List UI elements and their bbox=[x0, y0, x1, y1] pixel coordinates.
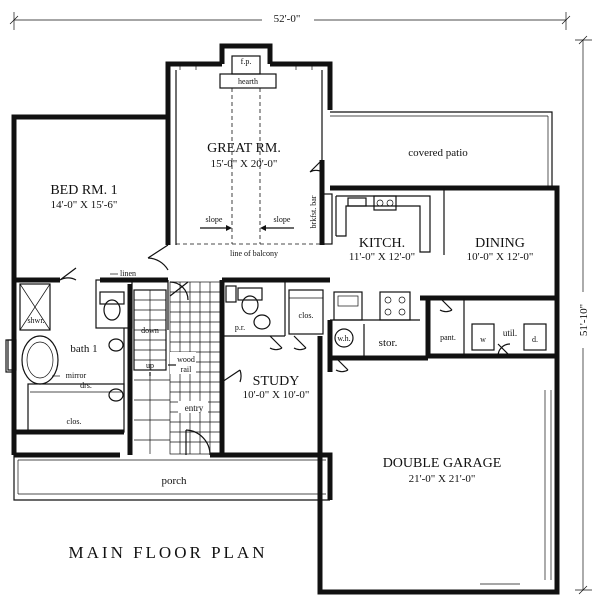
up-label: up bbox=[146, 361, 154, 370]
bath-1: shwr. bath 1 linen mirror drs. bbox=[7, 267, 136, 410]
bedroom-closet: clos. bbox=[14, 383, 125, 435]
plan-title: MAIN FLOOR PLAN bbox=[69, 543, 268, 562]
mirror-label: mirror bbox=[66, 371, 87, 380]
shower-label: shwr. bbox=[27, 316, 44, 325]
bedroom-1-size: 14'-0" X 15'-6" bbox=[51, 199, 118, 211]
dining-size: 10'-0" X 12'-0" bbox=[467, 251, 534, 263]
wood-label: wood bbox=[177, 355, 195, 364]
garage-name: DOUBLE GARAGE bbox=[383, 456, 502, 471]
brkfst-bar-label: brkfst. bar bbox=[309, 195, 318, 228]
powder-room-label: p.r. bbox=[235, 323, 245, 332]
slope-left-label: slope bbox=[206, 215, 223, 224]
stair-foyer: down up bbox=[127, 280, 223, 456]
stair bbox=[133, 289, 167, 371]
porch: porch bbox=[13, 455, 330, 501]
kitchen-name: KITCH. bbox=[359, 236, 405, 251]
fireplace-label: f.p. bbox=[241, 57, 252, 66]
dryer-label: d. bbox=[532, 335, 538, 344]
water-heater-label: w.h. bbox=[337, 334, 350, 343]
hall-closet-label: clos. bbox=[299, 311, 314, 320]
dining: DINING 10'-0" X 12'-0" bbox=[443, 188, 534, 263]
water-heater-storage: w.h. stor. bbox=[327, 320, 428, 373]
kitchen: brkfst. bar KITCH. 11'-0" X 12'-0" bbox=[309, 159, 431, 321]
bedroom-1-name: BED RM. 1 bbox=[50, 183, 117, 198]
hearth-label: hearth bbox=[238, 77, 258, 86]
great-room: GREAT RM. 15'-0" X 20'-0" slope slope li… bbox=[176, 141, 320, 258]
line-of-balcony-label: line of balcony bbox=[230, 249, 278, 258]
bed-closet-label: clos. bbox=[67, 417, 82, 426]
great-room-windows bbox=[175, 64, 323, 245]
bath-1-label: bath 1 bbox=[70, 343, 97, 355]
width-dimension-label: 52'-0" bbox=[274, 13, 301, 25]
great-room-name: GREAT RM. bbox=[207, 141, 281, 156]
covered-patio: covered patio bbox=[330, 111, 553, 188]
linen-label: linen bbox=[120, 269, 136, 278]
down-label: down bbox=[141, 326, 159, 335]
study: STUDY 10'-0" X 10'-0" bbox=[221, 336, 323, 455]
washer-label: w bbox=[480, 335, 486, 344]
entry-label: entry bbox=[185, 403, 204, 413]
bath-window bbox=[5, 339, 15, 373]
vault-lines bbox=[231, 88, 261, 244]
fireplace: f.p. hearth bbox=[219, 55, 277, 89]
covered-patio-label: covered patio bbox=[408, 147, 468, 159]
pantry-utility: pant. w d. util. bbox=[420, 295, 557, 359]
kitchen-size: 11'-0" X 12'-0" bbox=[349, 251, 415, 263]
hall-closet: clos. bbox=[288, 289, 324, 351]
dining-name: DINING bbox=[475, 236, 525, 251]
study-size: 10'-0" X 10'-0" bbox=[243, 389, 310, 401]
garage-size: 21'-0" X 21'-0" bbox=[409, 473, 476, 485]
exterior-walls bbox=[11, 43, 560, 595]
drs-label: drs. bbox=[80, 381, 92, 390]
great-room-size: 15'-0" X 20'-0" bbox=[211, 158, 278, 170]
width-dimension: 52'-0" bbox=[9, 10, 571, 30]
bedroom-1: BED RM. 1 14'-0" X 15'-6" bbox=[14, 117, 171, 283]
study-name: STUDY bbox=[253, 374, 300, 389]
slope-right-label: slope bbox=[274, 215, 291, 224]
porch-label: porch bbox=[161, 475, 187, 487]
double-garage: DOUBLE GARAGE 21'-0" X 21'-0" bbox=[317, 372, 552, 585]
storage-label: stor. bbox=[379, 337, 398, 349]
pantry-label: pant. bbox=[440, 333, 456, 342]
rail-label: rail bbox=[181, 365, 192, 374]
powder-room: p.r. bbox=[219, 277, 330, 455]
depth-dimension: 51'-10" bbox=[575, 35, 593, 595]
depth-dimension-label: 51'-10" bbox=[578, 304, 590, 336]
utility-label: util. bbox=[503, 328, 517, 338]
